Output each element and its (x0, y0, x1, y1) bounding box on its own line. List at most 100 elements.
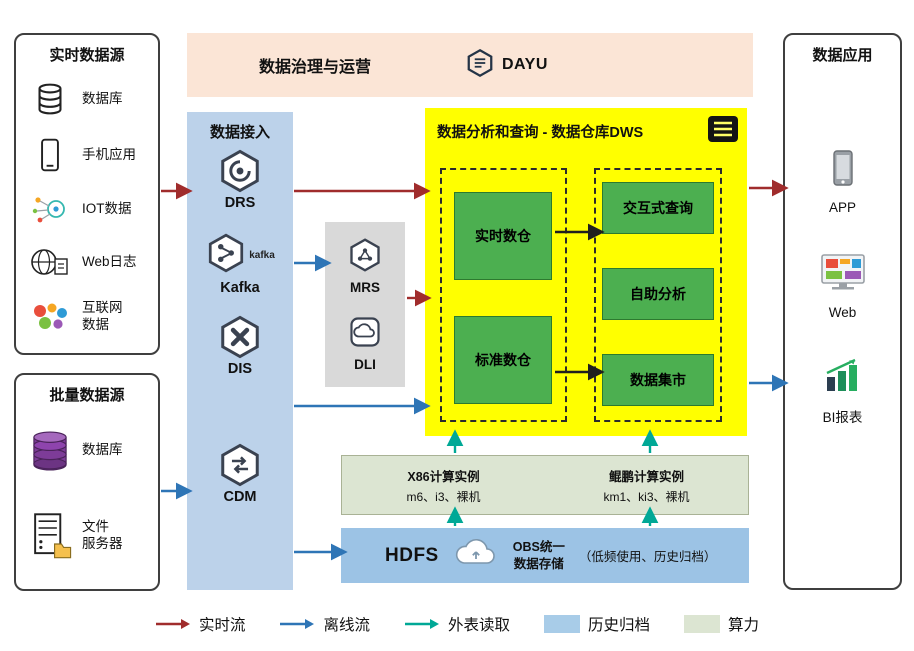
service-label: MRS (350, 280, 380, 296)
kunpeng-instance: 鲲鹏计算实例 km1、ki3、裸机 (545, 456, 748, 514)
source-label: 手机应用 (82, 146, 136, 162)
service-label: DRS (224, 195, 256, 211)
legend-item-compute: 算力 (684, 613, 759, 635)
external-read-arrow-icon (404, 619, 439, 629)
list-item: 数据库 (26, 82, 154, 116)
web-log-icon (26, 246, 74, 278)
list-item: 文件 服务器 (26, 512, 154, 560)
dli-cloud-icon (347, 314, 383, 355)
applications-title: 数据应用 (812, 47, 873, 64)
realtime-sources-title: 实时数据源 (49, 47, 125, 64)
instance-models: m6、i3、裸机 (406, 489, 481, 504)
node-data-mart: 数据集市 (602, 354, 714, 406)
instance-title: 鲲鹏计算实例 (608, 469, 684, 484)
compute-power-swatch (684, 615, 721, 633)
database-stack-icon (26, 429, 74, 473)
legend-item-realtime: 实时流 (155, 613, 246, 635)
governance-bar: 数据治理与运营 DAYU (187, 33, 753, 97)
kafka-hexagon-icon (205, 232, 247, 279)
storage-box: HDFS OBS统一 数据存储 （低频使用、历史归档） (341, 528, 749, 583)
iot-icon (26, 194, 74, 224)
file-server-icon (26, 512, 74, 560)
list-item: 互联网 数据 (26, 300, 154, 334)
service-kafka: kafka Kafka (187, 232, 293, 296)
list-item: 手机应用 (26, 138, 154, 172)
realtime-sources-list: 数据库 手机应用 IOT数据 Web日志 (16, 71, 158, 345)
legend-label: 算力 (728, 617, 760, 634)
kafka-wordmark: kafka (249, 250, 275, 261)
service-label: CDM (223, 489, 257, 505)
web-monitor-icon (819, 252, 867, 299)
realtime-arrow-icon (155, 619, 190, 629)
legend-item-history-archive: 历史归档 (544, 613, 650, 635)
legend-label: 实时流 (198, 617, 246, 634)
applications-panel: 数据应用 APP Web BI报表 (783, 33, 902, 590)
service-drs: DRS (187, 148, 293, 211)
application-label: APP (828, 200, 856, 216)
dayu-product: DAYU (465, 48, 548, 83)
source-label: IOT数据 (82, 200, 132, 216)
dws-title: 数据分析和查询 - 数据仓库DWS (437, 125, 644, 141)
source-label: 数据库 (82, 90, 123, 106)
source-label: 互联网 数据 (82, 300, 123, 333)
legend-item-offline: 离线流 (279, 613, 370, 635)
service-label: DIS (227, 361, 253, 377)
ingestion-column: 数据接入 DRS kafka Kafka DIS (187, 112, 293, 590)
governance-title: 数据治理与运营 (259, 59, 372, 76)
applications-list: APP Web BI报表 (785, 131, 900, 444)
cloud-icon (453, 538, 499, 573)
node-self-service-analysis: 自助分析 (602, 268, 714, 320)
legend-label: 历史归档 (588, 617, 651, 634)
obs-storage-label: OBS统一 数据存储 (512, 540, 565, 571)
list-item: APP (785, 149, 900, 215)
source-label: 文件 服务器 (82, 518, 123, 551)
application-label: Web (828, 304, 857, 320)
batch-sources-list: 数据库 文件 服务器 (16, 409, 158, 579)
internet-data-icon (26, 301, 74, 333)
drs-hexagon-icon (187, 148, 293, 194)
dws-box: 数据分析和查询 - 数据仓库DWS 实时数仓 标准数仓 交互式查询 自助分析 数… (425, 108, 747, 436)
dayu-hexagon-icon (465, 48, 495, 83)
source-label: Web日志 (82, 253, 137, 269)
list-item: Web日志 (26, 246, 154, 278)
legend: 实时流 离线流 外表读取 历史归档 算力 (0, 613, 914, 635)
instance-title: X86计算实例 (407, 469, 480, 484)
service-dli: DLI (347, 314, 383, 372)
service-group (594, 168, 722, 422)
legend-label: 外表读取 (447, 617, 510, 634)
history-archive-swatch (544, 615, 580, 633)
node-realtime-warehouse: 实时数仓 (454, 192, 552, 280)
ingestion-title: 数据接入 (209, 124, 270, 141)
node-standard-warehouse: 标准数仓 (454, 316, 552, 404)
mrs-hexagon-icon (347, 237, 383, 278)
offline-arrow-icon (280, 619, 315, 629)
app-phone-icon (827, 149, 859, 194)
node-interactive-query: 交互式查询 (602, 182, 714, 234)
hdfs-label: HDFS (385, 544, 439, 566)
application-label: BI报表 (822, 409, 863, 425)
list-item: BI报表 (785, 357, 900, 426)
service-mrs: MRS (347, 237, 383, 295)
service-label: Kafka (220, 280, 260, 296)
compute-instances-box: X86计算实例 m6、i3、裸机 鲲鹏计算实例 km1、ki3、裸机 (341, 455, 749, 515)
batch-sources-panel: 批量数据源 数据库 文件 服务器 (14, 373, 160, 591)
list-item: 数据库 (26, 429, 154, 473)
legend-label: 离线流 (323, 617, 370, 634)
batch-sources-title: 批量数据源 (49, 387, 125, 404)
processing-box: MRS DLI (325, 222, 405, 387)
cdm-hexagon-icon (187, 442, 293, 488)
service-label: DLI (354, 356, 376, 372)
document-icon (707, 115, 739, 148)
dayu-label: DAYU (502, 56, 548, 73)
database-icon (26, 82, 74, 116)
phone-icon (26, 138, 74, 172)
source-label: 数据库 (82, 442, 123, 458)
service-dis: DIS (187, 314, 293, 377)
obs-storage-note: （低频使用、历史归档） (578, 550, 717, 564)
service-cdm: CDM (187, 442, 293, 505)
x86-instance: X86计算实例 m6、i3、裸机 (342, 456, 545, 514)
list-item: Web (785, 252, 900, 320)
legend-item-external-read: 外表读取 (404, 613, 510, 635)
dis-hexagon-icon (187, 314, 293, 360)
